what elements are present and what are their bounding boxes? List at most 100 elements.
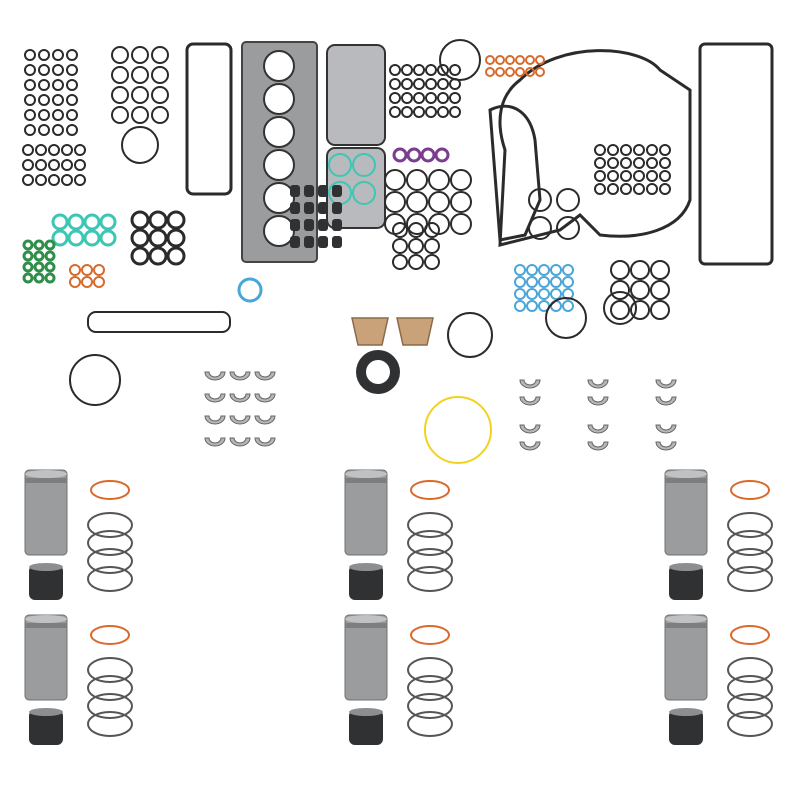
piston-crown — [29, 563, 63, 571]
piston-ring — [407, 693, 453, 719]
rod-bearing-shell — [519, 396, 541, 406]
valve-stem-seal — [318, 185, 328, 197]
large-o-ring — [545, 297, 587, 339]
o-ring — [48, 174, 60, 186]
piston-ring — [87, 566, 133, 592]
rod-bearing-shell — [655, 424, 677, 434]
piston-crown — [29, 708, 63, 716]
valve-stem-seal — [304, 219, 314, 231]
o-ring — [633, 144, 645, 156]
o-ring — [449, 106, 461, 118]
o-ring — [535, 67, 545, 77]
o-ring — [495, 55, 505, 65]
liner-seal-band — [665, 478, 707, 483]
o-ring — [131, 86, 149, 104]
liner-o-ring — [730, 625, 770, 645]
valve-stem-seal — [318, 202, 328, 214]
piston-ring — [727, 530, 773, 556]
valve-stem-seal — [332, 219, 342, 231]
piston-crown — [669, 563, 703, 571]
o-ring — [148, 210, 168, 230]
o-ring — [48, 159, 60, 171]
o-ring — [392, 254, 408, 270]
o-ring — [52, 49, 64, 61]
o-ring — [424, 238, 440, 254]
o-ring — [526, 264, 538, 276]
o-ring — [151, 86, 169, 104]
piston-crown — [669, 708, 703, 716]
o-ring — [111, 66, 129, 84]
o-ring — [646, 144, 658, 156]
liner-o-ring — [410, 625, 450, 645]
main-bearing-shell — [229, 415, 251, 425]
rod-bearing-shell — [587, 441, 609, 451]
o-ring — [66, 124, 78, 136]
o-ring — [650, 300, 670, 320]
o-ring — [51, 213, 69, 231]
o-ring — [69, 276, 81, 288]
o-ring — [633, 183, 645, 195]
o-ring — [646, 183, 658, 195]
o-ring — [111, 86, 129, 104]
o-ring — [514, 300, 526, 312]
rod-bearing-shell — [655, 379, 677, 389]
valve-stem-seal — [318, 236, 328, 248]
o-ring — [44, 239, 56, 251]
valve-stem-seal — [290, 202, 300, 214]
o-ring — [424, 222, 440, 238]
rod-bearing-shell — [519, 441, 541, 451]
large-o-ring — [439, 39, 481, 81]
o-ring — [74, 144, 86, 156]
o-ring — [67, 213, 85, 231]
o-ring — [111, 46, 129, 64]
o-ring — [413, 78, 425, 90]
o-ring — [24, 49, 36, 61]
o-ring — [61, 144, 73, 156]
piston-ring — [407, 657, 453, 683]
o-ring — [449, 64, 461, 76]
o-ring — [406, 191, 428, 213]
o-ring — [413, 64, 425, 76]
o-ring — [428, 169, 450, 191]
valve-stem-seal — [304, 185, 314, 197]
large-o-ring — [447, 312, 493, 358]
o-ring — [607, 157, 619, 169]
rod-bearing-shell — [519, 379, 541, 389]
piston-ring — [407, 566, 453, 592]
o-ring — [24, 79, 36, 91]
o-ring — [659, 170, 671, 182]
liner-seal-band — [25, 623, 67, 628]
o-ring — [556, 216, 580, 240]
o-ring — [38, 49, 50, 61]
o-ring — [495, 67, 505, 77]
o-ring — [384, 191, 406, 213]
valve-stem-seal — [304, 202, 314, 214]
liner-top — [665, 615, 707, 623]
o-ring — [538, 264, 550, 276]
o-ring — [646, 170, 658, 182]
main-bearing-shell — [229, 393, 251, 403]
yellow-oring-large — [424, 396, 492, 464]
o-ring — [130, 210, 150, 230]
o-ring — [406, 147, 422, 163]
o-ring — [22, 261, 34, 273]
o-ring — [535, 55, 545, 65]
o-ring — [130, 246, 150, 266]
o-ring — [66, 64, 78, 76]
o-ring — [52, 79, 64, 91]
o-ring — [74, 174, 86, 186]
piston-ring — [407, 512, 453, 538]
o-ring — [485, 67, 495, 77]
o-ring — [81, 264, 93, 276]
o-ring — [538, 276, 550, 288]
main-bearing-shell — [254, 393, 276, 403]
o-ring — [22, 174, 34, 186]
liner-top — [345, 470, 387, 478]
o-ring — [515, 67, 525, 77]
o-ring — [352, 153, 376, 177]
o-ring — [594, 157, 606, 169]
o-ring — [99, 229, 117, 247]
large-o-ring — [69, 354, 121, 406]
rubber-strip-gasket — [87, 311, 231, 333]
o-ring — [610, 260, 630, 280]
